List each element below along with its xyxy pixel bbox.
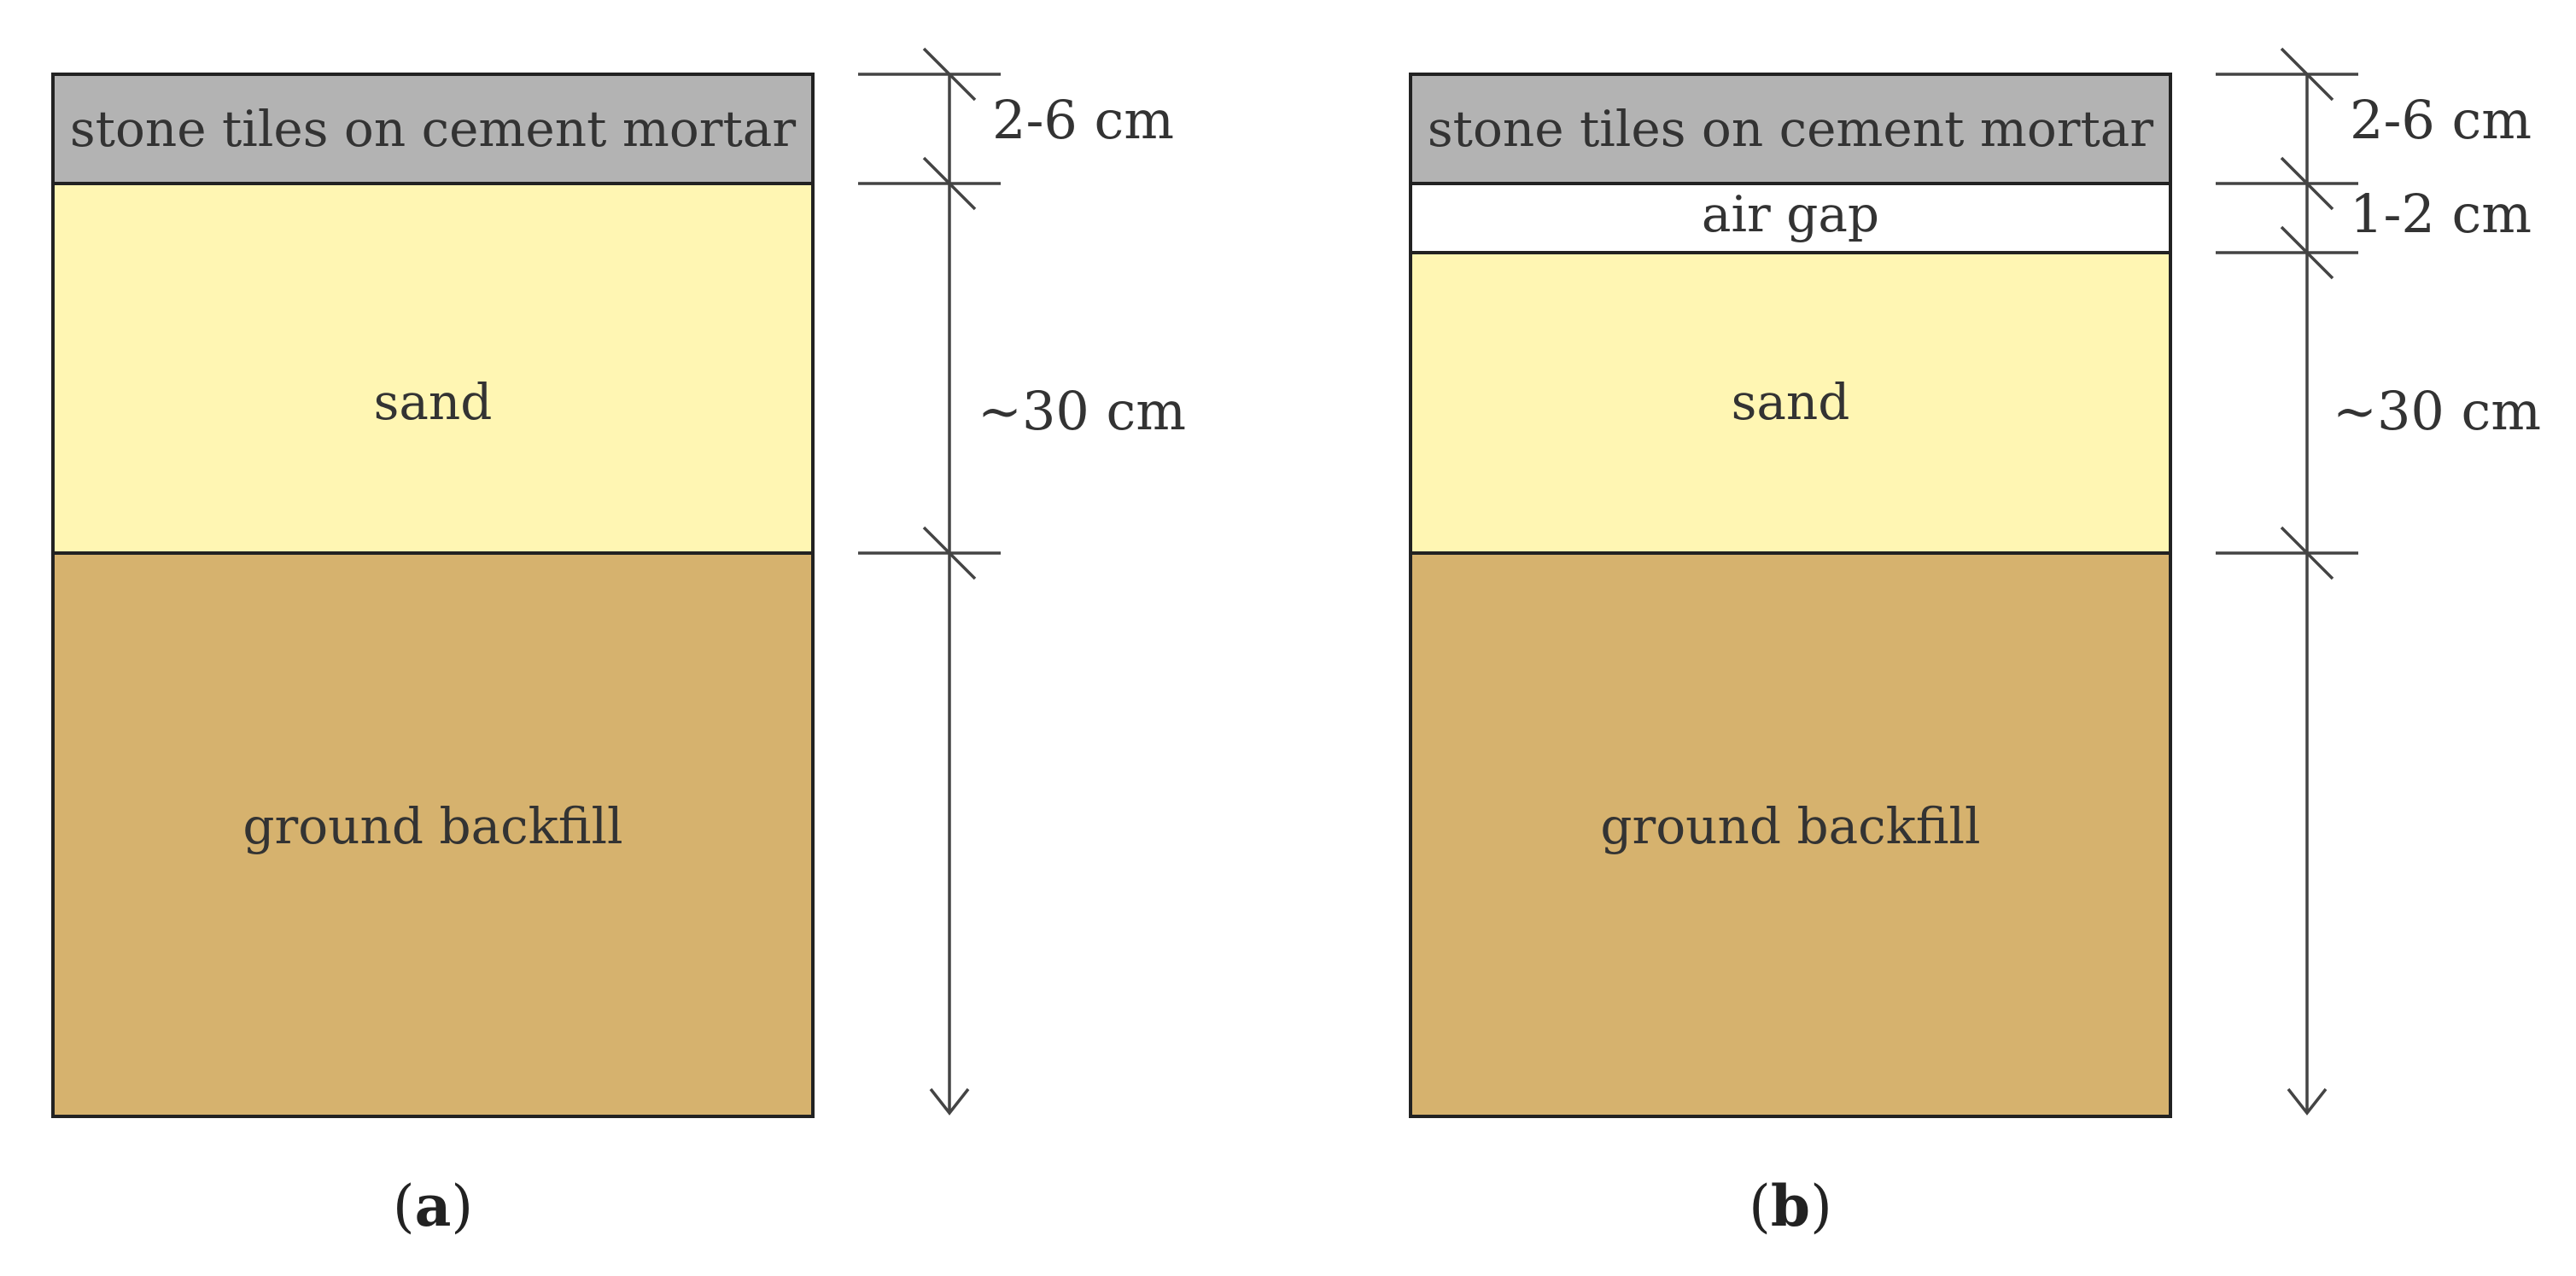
panel-a-tick-stone-sand xyxy=(858,156,1001,211)
panel-a: stone tiles on cement mortar sand ground… xyxy=(51,47,1186,1239)
panel-b-stone-label: stone tiles on cement mortar xyxy=(1428,100,2154,158)
panel-b-stone-dimension: 2-6 cm xyxy=(2350,89,2532,151)
panel-b-tick-top xyxy=(2216,47,2358,102)
panel-a-stone-layer xyxy=(51,73,815,185)
panel-b-air-gap-label: air gap xyxy=(1702,185,1879,243)
panel-a-dimension-arrowhead xyxy=(929,1087,970,1116)
panel-b-stone-layer xyxy=(1409,73,2172,185)
panel-b-sand-dimension: ~30 cm xyxy=(2333,380,2541,442)
panel-a-backfill-label: ground backfill xyxy=(242,797,622,855)
panel-a-tick-top xyxy=(858,47,1001,102)
panel-b-dimension-arrowhead xyxy=(2287,1087,2328,1116)
panel-b-backfill-layer xyxy=(1409,551,2172,1118)
panel-b-air-gap-layer xyxy=(1409,182,2172,254)
panel-a-tick-sand-backfill xyxy=(858,526,1001,580)
panel-a-sand-dimension: ~30 cm xyxy=(978,380,1186,442)
panel-b-tick-air-sand xyxy=(2216,225,2358,280)
panel-a-caption: (a) xyxy=(393,1173,473,1239)
panel-a-sand-layer xyxy=(51,182,815,555)
panel-b-sand-layer xyxy=(1409,251,2172,555)
panel-a-stone-dimension: 2-6 cm xyxy=(992,89,1174,151)
panel-b-caption: (b) xyxy=(1749,1173,1832,1239)
panel-b-backfill-label: ground backfill xyxy=(1600,797,1980,855)
panel-b-tick-sand-backfill xyxy=(2216,526,2358,580)
panel-b-air-gap-dimension: 1-2 cm xyxy=(2350,183,2532,245)
panel-a-sand-label: sand xyxy=(374,373,493,431)
panel-a-backfill-layer xyxy=(51,551,815,1118)
panel-a-stone-label: stone tiles on cement mortar xyxy=(70,100,797,158)
panel-b-sand-label: sand xyxy=(1732,373,1850,431)
panel-b-tick-stone-air xyxy=(2216,156,2358,211)
panel-b: stone tiles on cement mortar air gap san… xyxy=(1409,47,2541,1239)
